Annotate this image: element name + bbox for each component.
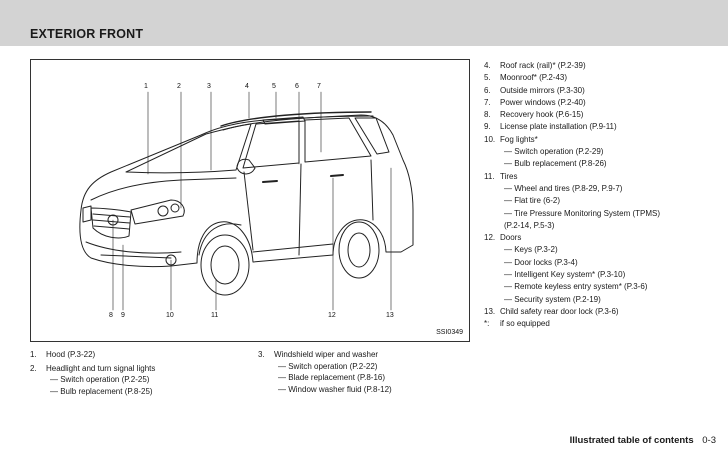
callout-5: 5 (272, 83, 276, 90)
callout-7: 7 (317, 83, 321, 90)
callout-10: 10 (166, 312, 174, 319)
callout-13: 13 (386, 312, 394, 319)
parts-list-bottom-mid: 3.Windshield wiper and washer — Switch o… (258, 349, 473, 397)
front-door-handle (262, 180, 278, 183)
page-footer: Illustrated table of contents 0-3 (570, 435, 716, 446)
list-item: *:if so equipped (484, 319, 550, 329)
callout-2: 2 (177, 83, 181, 90)
list-item: 8.Recovery hook (P.6-15) (484, 110, 584, 120)
vehicle-illustration (79, 91, 414, 311)
callout-11: 11 (211, 312, 219, 319)
moonroof (262, 116, 306, 125)
front-wheel (200, 234, 250, 296)
parts-list-bottom-left: 1.Hood (P.3-22) 2.Headlight and turn sig… (30, 349, 245, 399)
rear-side-window (304, 117, 372, 163)
list-item: 3.Windshield wiper and washer — Switch o… (258, 350, 392, 394)
footer-section: Illustrated table of contents (569, 435, 694, 446)
grille (90, 207, 132, 239)
roof-rail (220, 111, 372, 127)
callout-6: 6 (295, 83, 299, 90)
parts-list-right: 4.Roof rack (rail)* (P.2-39) 5.Moonroof*… (484, 60, 719, 331)
list-item: 10.Fog lights* — Switch operation (P.2-2… (484, 134, 607, 169)
list-item: 11.Tires — Wheel and tires (P.8-29, P.9-… (484, 171, 661, 230)
figure-code: SSI0349 (436, 329, 463, 336)
vehicle-figure: 1 2 3 4 5 6 7 8 9 10 11 12 13 SSI0349 (30, 59, 470, 342)
vehicle-body (79, 114, 414, 268)
headlight-left (130, 199, 185, 225)
list-item: 9.License plate installation (P.9-11) (484, 122, 617, 132)
windshield (125, 123, 252, 174)
list-item: 6.Outside mirrors (P.3-30) (484, 85, 585, 95)
door-seam (298, 163, 302, 256)
quarter-window (354, 117, 390, 155)
callout-8: 8 (109, 312, 113, 319)
rear-wheel (338, 221, 380, 279)
list-item: 12.Doors — Keys (P.3-2) — Door locks (P.… (484, 233, 648, 304)
front-side-window (242, 120, 300, 169)
footer-page-number: 0-3 (702, 435, 716, 446)
hood-line (90, 177, 237, 201)
list-item: 2.Headlight and turn signal lights — Swi… (30, 363, 156, 396)
list-item: 7.Power windows (P.2-40) (484, 97, 586, 107)
list-item: 1.Hood (P.3-22) (30, 350, 96, 359)
list-item: 13.Child safety rear door lock (P.3-6) (484, 306, 619, 316)
outside-mirror (236, 158, 256, 175)
header-band (0, 0, 728, 46)
callout-12: 12 (328, 312, 336, 319)
list-item: 4.Roof rack (rail)* (P.2-39) (484, 61, 586, 70)
front-bumper (85, 241, 182, 254)
callout-3: 3 (207, 83, 211, 90)
page-title: EXTERIOR FRONT (30, 27, 144, 41)
callout-1: 1 (144, 83, 148, 90)
callout-4: 4 (245, 83, 249, 90)
callout-9: 9 (121, 312, 125, 319)
rear-door-handle (330, 174, 344, 177)
list-item: 5.Moonroof* (P.2-43) (484, 73, 567, 83)
